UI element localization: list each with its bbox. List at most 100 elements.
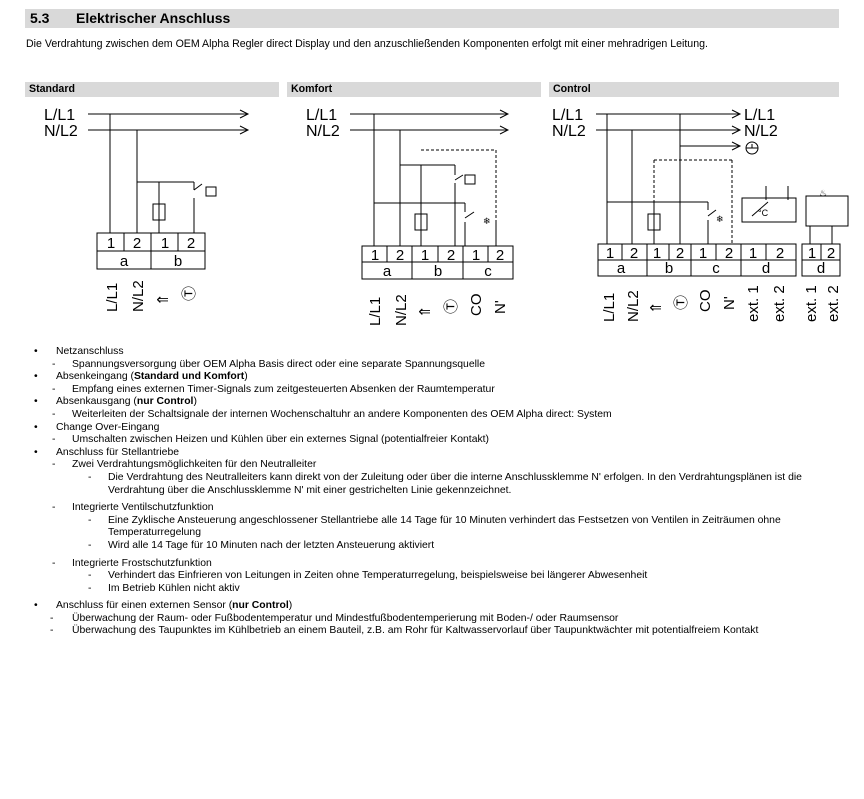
terminal-label: ext. 1 [803, 285, 820, 322]
list-text: ) [193, 396, 197, 408]
terminal-number: 1 [808, 245, 816, 262]
line-label-l1: L/L1 [306, 107, 337, 124]
terminal-label: L/L1 [601, 293, 618, 322]
terminal-label: N/L2 [393, 294, 410, 326]
line-label-l1: L/L1 [552, 107, 583, 124]
terminal-number: 2 [725, 245, 733, 262]
terminal-number: 2 [496, 247, 504, 264]
list-text: ) [288, 600, 293, 612]
terminal-label: N/L2 [625, 290, 642, 322]
terminal-label: CO [697, 290, 714, 313]
line-label-n: N/L2 [44, 123, 78, 140]
terminal-group: b [665, 260, 673, 277]
terminal-label: CO [468, 294, 485, 317]
diagram-heading-control: Control [549, 82, 839, 97]
terminal-label: Ⓣ [673, 295, 690, 310]
list-item: Absenkausgang (nur Control) [34, 396, 854, 409]
terminal-number: 2 [676, 245, 684, 262]
section-number: 5.3 [30, 10, 50, 26]
wiring-diagrams: ❄ ❄ ♨ L/L1 N/L2 L/L1 N/L2 L/L1 N/L2 L/L1… [44, 107, 849, 326]
list-subitem: Zwei Verdrahtungsmöglichkeiten für den N… [34, 459, 854, 472]
output-label-n: N/L2 [744, 123, 778, 140]
sensor-unit: °C [758, 208, 769, 218]
flame-icon: ♨ [819, 188, 827, 198]
terminal-number: 1 [699, 245, 707, 262]
terminal-number: 2 [630, 245, 638, 262]
line-label-n: N/L2 [306, 123, 340, 140]
terminal-label: Ⓣ [181, 286, 198, 301]
list-text: ) [244, 371, 248, 383]
terminal-number: 2 [133, 235, 141, 252]
terminal-group: d [817, 260, 825, 277]
list-subitem: Empfang eines externen Timer-Signals zum… [34, 384, 854, 397]
terminal-label: N' [721, 296, 738, 310]
feature-list: Netzanschluss Spannungsversorgung über O… [34, 346, 854, 638]
list-item: Change Over-Eingang [34, 422, 854, 435]
terminal-label: ⇑ [155, 293, 172, 306]
clock-icon [745, 141, 759, 155]
intro-text: Die Verdrahtung zwischen dem OEM Alpha R… [26, 38, 708, 50]
list-subitem: Überwachung des Taupunktes im Kühlbetrie… [34, 625, 854, 638]
terminal-number: 2 [396, 247, 404, 264]
terminal-label: ext. 2 [825, 285, 842, 322]
terminal-group: a [383, 263, 392, 280]
terminal-label: ext. 1 [745, 285, 762, 322]
terminal-label: ⇑ [417, 305, 434, 318]
section-title: Elektrischer Anschluss [76, 10, 231, 26]
terminal-label: N' [492, 300, 509, 314]
list-text: Absenkausgang ( [56, 396, 137, 408]
terminal-number: 1 [472, 247, 480, 264]
diagram-heading-komfort: Komfort [287, 82, 541, 97]
terminal-number: 1 [421, 247, 429, 264]
terminal-group: c [484, 263, 492, 280]
terminal-number: 1 [606, 245, 614, 262]
terminal-label: ext. 2 [771, 285, 788, 322]
terminal-group: b [434, 263, 442, 280]
terminal-label: ⇑ [648, 301, 665, 314]
terminal-number: 1 [371, 247, 379, 264]
terminal-group: a [120, 253, 129, 270]
list-item: Anschluss für Stellantriebe [34, 447, 854, 460]
list-item: Absenkeingang (Standard und Komfort) [34, 371, 854, 384]
terminal-number: 2 [187, 235, 195, 252]
list-emphasis: nur Control [232, 600, 289, 612]
terminal-number: 1 [749, 245, 757, 262]
list-subitem: Umschalten zwischen Heizen und Kühlen üb… [34, 434, 854, 447]
list-subitem: Weiterleiten der Schaltsignale der inter… [34, 409, 854, 422]
terminal-group: a [617, 260, 626, 277]
list-text: Anschluss für einen externen Sensor ( [56, 600, 233, 612]
list-emphasis: Standard und Komfort [134, 371, 245, 383]
list-subsubitem: Eine Zyklische Ansteuerung angeschlossen… [34, 515, 854, 540]
terminal-group: b [174, 253, 182, 270]
list-subsubitem: Im Betrieb Kühlen nicht aktiv [34, 583, 854, 596]
list-item: Anschluss für einen externen Sensor (nur… [34, 600, 854, 613]
terminal-label: L/L1 [367, 297, 384, 326]
snowflake-icon: ❄ [483, 216, 491, 226]
diagram-heading-standard: Standard [25, 82, 279, 97]
list-subsubitem: Verhindert das Einfrieren von Leitungen … [34, 570, 854, 583]
list-subitem: Spannungsversorgung über OEM Alpha Basis… [34, 359, 854, 372]
list-text: Absenkeingang ( [56, 371, 134, 383]
terminal-number: 2 [447, 247, 455, 264]
terminal-group: d [762, 260, 770, 277]
terminal-number: 1 [653, 245, 661, 262]
list-item: Netzanschluss [34, 346, 854, 359]
section-header: 5.3 Elektrischer Anschluss [25, 9, 839, 28]
list-subsubitem: Die Verdrahtung des Neutralleiters kann … [34, 472, 854, 497]
terminal-number: 2 [776, 245, 784, 262]
terminal-number: 2 [827, 245, 835, 262]
list-subitem: Integrierte Frostschutzfunktion [34, 558, 854, 571]
output-label-l1: L/L1 [744, 107, 775, 124]
line-label-l1: L/L1 [44, 107, 75, 124]
terminal-number: 1 [161, 235, 169, 252]
terminal-group: c [712, 260, 720, 277]
list-subitem: Integrierte Ventilschutzfunktion [34, 502, 854, 515]
list-subitem: Überwachung der Raum- oder Fußbodentempe… [34, 613, 854, 626]
terminal-label: Ⓣ [443, 299, 460, 314]
list-subsubitem: Wird alle 14 Tage für 10 Minuten nach de… [34, 540, 854, 553]
snowflake-icon: ❄ [716, 214, 724, 224]
terminal-number: 1 [107, 235, 115, 252]
terminal-label: L/L1 [104, 283, 121, 312]
list-emphasis: nur Control [136, 396, 194, 408]
line-label-n: N/L2 [552, 123, 586, 140]
